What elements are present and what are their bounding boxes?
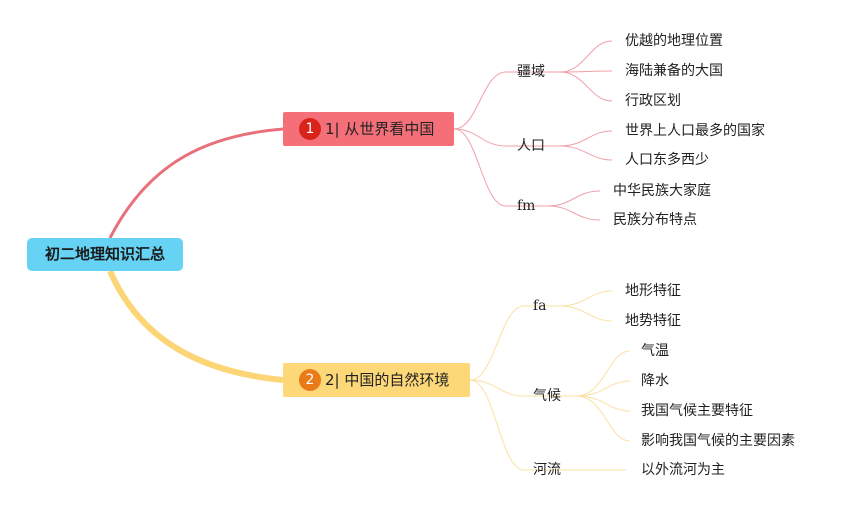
branch-node-1[interactable]: 1 1| 从世界看中国 (283, 112, 454, 146)
leaf-node[interactable]: 优越的地理位置 (625, 33, 723, 49)
leaf-node[interactable]: 我国气候主要特征 (641, 403, 753, 419)
leaf-node[interactable]: 气温 (641, 343, 669, 359)
leaf-node[interactable]: 海陆兼备的大国 (625, 63, 723, 79)
subtopic-node[interactable]: 人口 (517, 138, 545, 154)
subtopic-node[interactable]: fa (533, 298, 547, 314)
branch-node-2[interactable]: 2 2| 中国的自然环境 (283, 363, 470, 397)
branch-number-badge-1: 1 (299, 118, 321, 140)
subtopic-node[interactable]: fm (517, 198, 536, 214)
connector-b1-s2 (453, 128, 507, 147)
connector-b2-s1 (469, 305, 525, 381)
leaf-node[interactable]: 以外流河为主 (641, 462, 725, 478)
leaf-node[interactable]: 世界上人口最多的国家 (625, 123, 765, 139)
leaf-node[interactable]: 行政区划 (625, 93, 681, 109)
connector-b2-s2 (469, 379, 525, 397)
branch-number-badge-2: 2 (299, 369, 321, 391)
connector-root-branch1 (108, 127, 284, 239)
connector-b2-s3 (469, 379, 525, 471)
connector-b1-s1 (453, 71, 507, 130)
branch-label-2: 2| 中国的自然环境 (325, 371, 450, 389)
leaf-node[interactable]: 人口东多西少 (625, 152, 709, 168)
leaf-node[interactable]: 影响我国气候的主要因素 (641, 433, 795, 449)
connector-b1-s3 (453, 128, 507, 207)
leaf-node[interactable]: 地形特征 (625, 283, 681, 299)
subtopic-node[interactable]: 疆域 (517, 64, 545, 80)
leaf-node[interactable]: 降水 (641, 373, 669, 389)
branch-label-1: 1| 从世界看中国 (325, 120, 435, 138)
leaf-node[interactable]: 民族分布特点 (613, 212, 697, 228)
leaf-node[interactable]: 中华民族大家庭 (613, 183, 711, 199)
root-node[interactable]: 初二地理知识汇总 (27, 238, 183, 271)
leaf-node[interactable]: 地势特征 (625, 313, 681, 329)
subtopic-node[interactable]: 河流 (533, 462, 561, 478)
connector-root-branch2 (107, 269, 284, 383)
subtopic-node[interactable]: 气候 (533, 388, 561, 404)
